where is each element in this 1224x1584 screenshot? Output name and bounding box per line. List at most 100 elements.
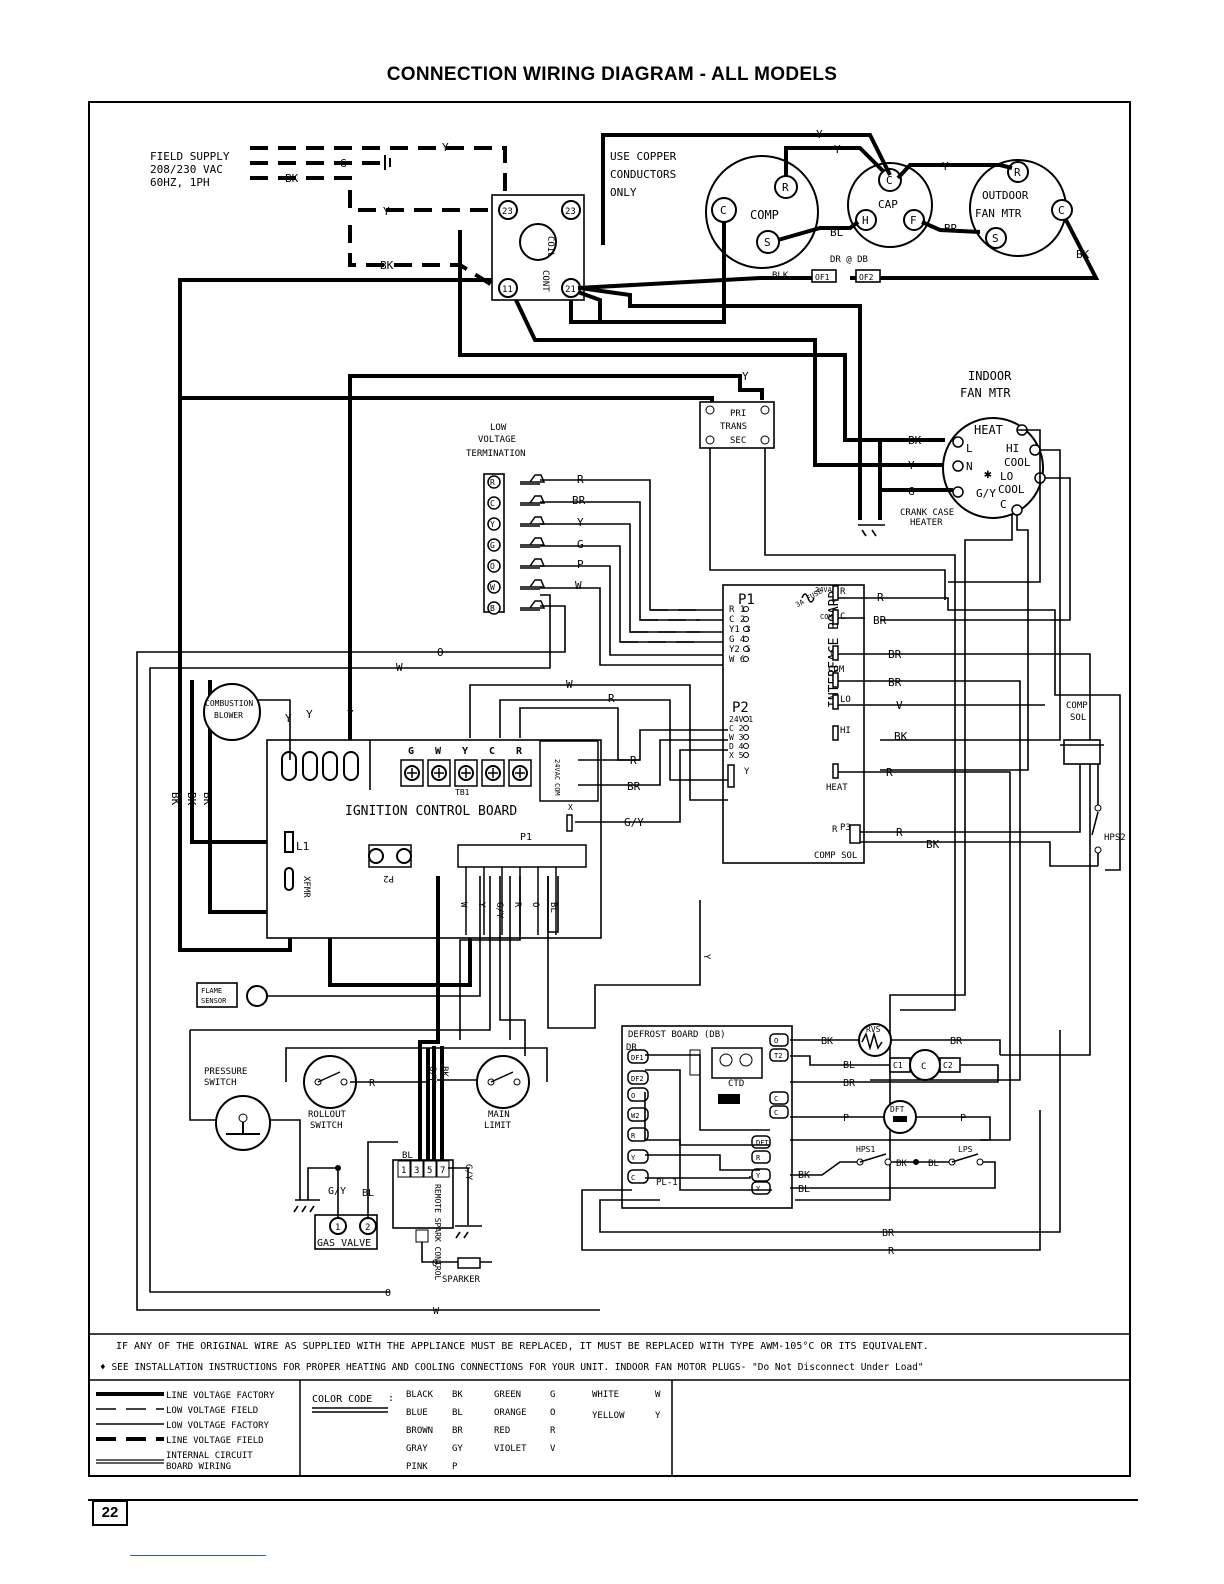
color-name: ORANGE <box>494 1408 527 1418</box>
svg-text:HEATER: HEATER <box>910 518 943 528</box>
svg-text:P: P <box>960 1113 966 1124</box>
spark-pin <box>410 1160 424 1178</box>
interface-p2-pin: 24V 1 <box>729 715 753 724</box>
svg-text:R: R <box>369 1078 376 1089</box>
svg-text:W: W <box>396 661 403 674</box>
svg-text:R: R <box>888 1246 895 1257</box>
svg-text:FAN MTR: FAN MTR <box>975 207 1022 220</box>
sparker: SPARKER <box>415 1229 481 1285</box>
p2-pin <box>368 848 384 864</box>
lv-connector <box>520 600 546 611</box>
svg-text:BL: BL <box>402 1151 413 1161</box>
svg-text:BLOWER: BLOWER <box>214 711 243 720</box>
svg-text:OF1: OF1 <box>815 273 830 282</box>
defrost-left-pin <box>627 1070 649 1085</box>
svg-text:CTD: CTD <box>728 1079 744 1089</box>
spark-pin-label: 5 <box>427 1166 432 1176</box>
page-title: CONNECTION WIRING DIAGRAM - ALL MODELS <box>386 64 838 85</box>
svg-text:F: F <box>910 214 917 227</box>
defrost-right-pin <box>769 1105 789 1119</box>
color-code: P <box>452 1462 458 1472</box>
svg-text:2: 2 <box>365 1223 370 1233</box>
svg-text:HPS2: HPS2 <box>1104 833 1126 843</box>
defrost-right-pin-label: Y <box>756 1185 761 1193</box>
color-code: BR <box>452 1426 463 1436</box>
svg-text:24VAC: 24VAC <box>815 586 836 594</box>
blower-plug <box>302 751 318 781</box>
legend-label: LINE VOLTAGE FACTORY <box>166 1391 275 1401</box>
p1-wire-label: BL <box>548 902 558 913</box>
svg-text:HI: HI <box>840 726 851 736</box>
defrost-left-pin-label: R <box>631 1132 636 1140</box>
svg-text:W: W <box>433 1306 440 1317</box>
p1-wire-label: R <box>512 902 522 908</box>
svg-text:Y: Y <box>383 205 390 218</box>
svg-text:Y: Y <box>347 708 354 721</box>
transformer: PRI TRANS SEC <box>699 401 775 449</box>
svg-text:R: R <box>608 692 615 705</box>
svg-text:CONDUCTORS: CONDUCTORS <box>610 168 676 181</box>
pin-dot <box>743 725 749 731</box>
comp-solenoid: COMP SOL <box>1060 701 1104 765</box>
svg-text:BL: BL <box>830 226 844 239</box>
svg-text:BR: BR <box>882 1228 895 1239</box>
svg-text:O: O <box>432 1259 437 1269</box>
svg-text:Y: Y <box>285 712 292 725</box>
svg-text:INDOOR: INDOOR <box>968 369 1012 383</box>
svg-text:Y: Y <box>834 143 841 156</box>
svg-text:DEFROST BOARD (DB): DEFROST BOARD (DB) <box>628 1030 726 1040</box>
defrost-right-pin-label: C <box>774 1095 778 1103</box>
spark-pin <box>397 1160 411 1178</box>
svg-text:23: 23 <box>502 207 513 217</box>
interface-p1-pin: R 1 <box>729 605 745 615</box>
svg-text:TRANS: TRANS <box>720 422 747 432</box>
defrost-left-pin-label: O <box>631 1092 635 1100</box>
legend-label: LOW VOLTAGE FACTORY <box>166 1421 270 1431</box>
svg-text:BR: BR <box>627 780 641 793</box>
lv-terminal-label: W <box>490 583 495 592</box>
svg-text:LPS: LPS <box>958 1145 973 1154</box>
svg-text:COM: COM <box>820 613 833 621</box>
defrost-left-pin-label: DF2 <box>631 1075 644 1083</box>
p1-wire-label: W <box>458 902 468 908</box>
lv-connector <box>520 495 546 506</box>
legend-label: INTERNAL CIRCUIT <box>166 1451 253 1461</box>
svg-text:DR: DR <box>626 1043 637 1053</box>
svg-text:C: C <box>886 174 893 187</box>
tb1-terminal-label: Y <box>462 746 468 757</box>
svg-text:R: R <box>630 754 637 767</box>
pin-dot <box>743 716 749 722</box>
capacitor: C H F CAP <box>847 162 933 248</box>
pin-dot <box>743 734 749 740</box>
svg-text:BK: BK <box>926 838 940 851</box>
svg-text:R: R <box>1014 166 1021 179</box>
pin-dot <box>743 646 749 652</box>
defrost-left-pin <box>627 1169 649 1184</box>
svg-text:FLAME: FLAME <box>201 987 222 995</box>
page-rule <box>88 1499 1138 1501</box>
svg-text:Y: Y <box>816 128 823 141</box>
svg-text:ROLLOUT: ROLLOUT <box>308 1110 347 1120</box>
spark-pin <box>436 1160 450 1178</box>
svg-text:60HZ, 1PH: 60HZ, 1PH <box>150 176 210 189</box>
svg-text:X: X <box>568 803 573 812</box>
lv-terminal-label: B <box>490 604 495 613</box>
spark-pin-label: 7 <box>440 1166 445 1176</box>
copper-note: USE COPPER CONDUCTORS ONLY <box>610 150 677 199</box>
lv-terminal <box>487 496 501 510</box>
color-name: YELLOW <box>592 1411 625 1421</box>
defrost-left-pin-label: Y <box>631 1154 636 1162</box>
p1-wire-label: G/Y <box>494 902 504 919</box>
color-name: BLACK <box>406 1390 434 1400</box>
svg-text:BK: BK <box>169 792 182 806</box>
svg-text:C: C <box>1058 204 1065 217</box>
svg-text:R: R <box>877 591 884 604</box>
svg-text:ONLY: ONLY <box>610 186 637 199</box>
crankcase-heater: CRANK CASE HEATER <box>900 508 954 528</box>
footer-link-underline <box>130 1555 266 1556</box>
pin-dot <box>743 626 749 632</box>
svg-text:R: R <box>886 766 893 779</box>
svg-text:P2: P2 <box>732 700 749 716</box>
